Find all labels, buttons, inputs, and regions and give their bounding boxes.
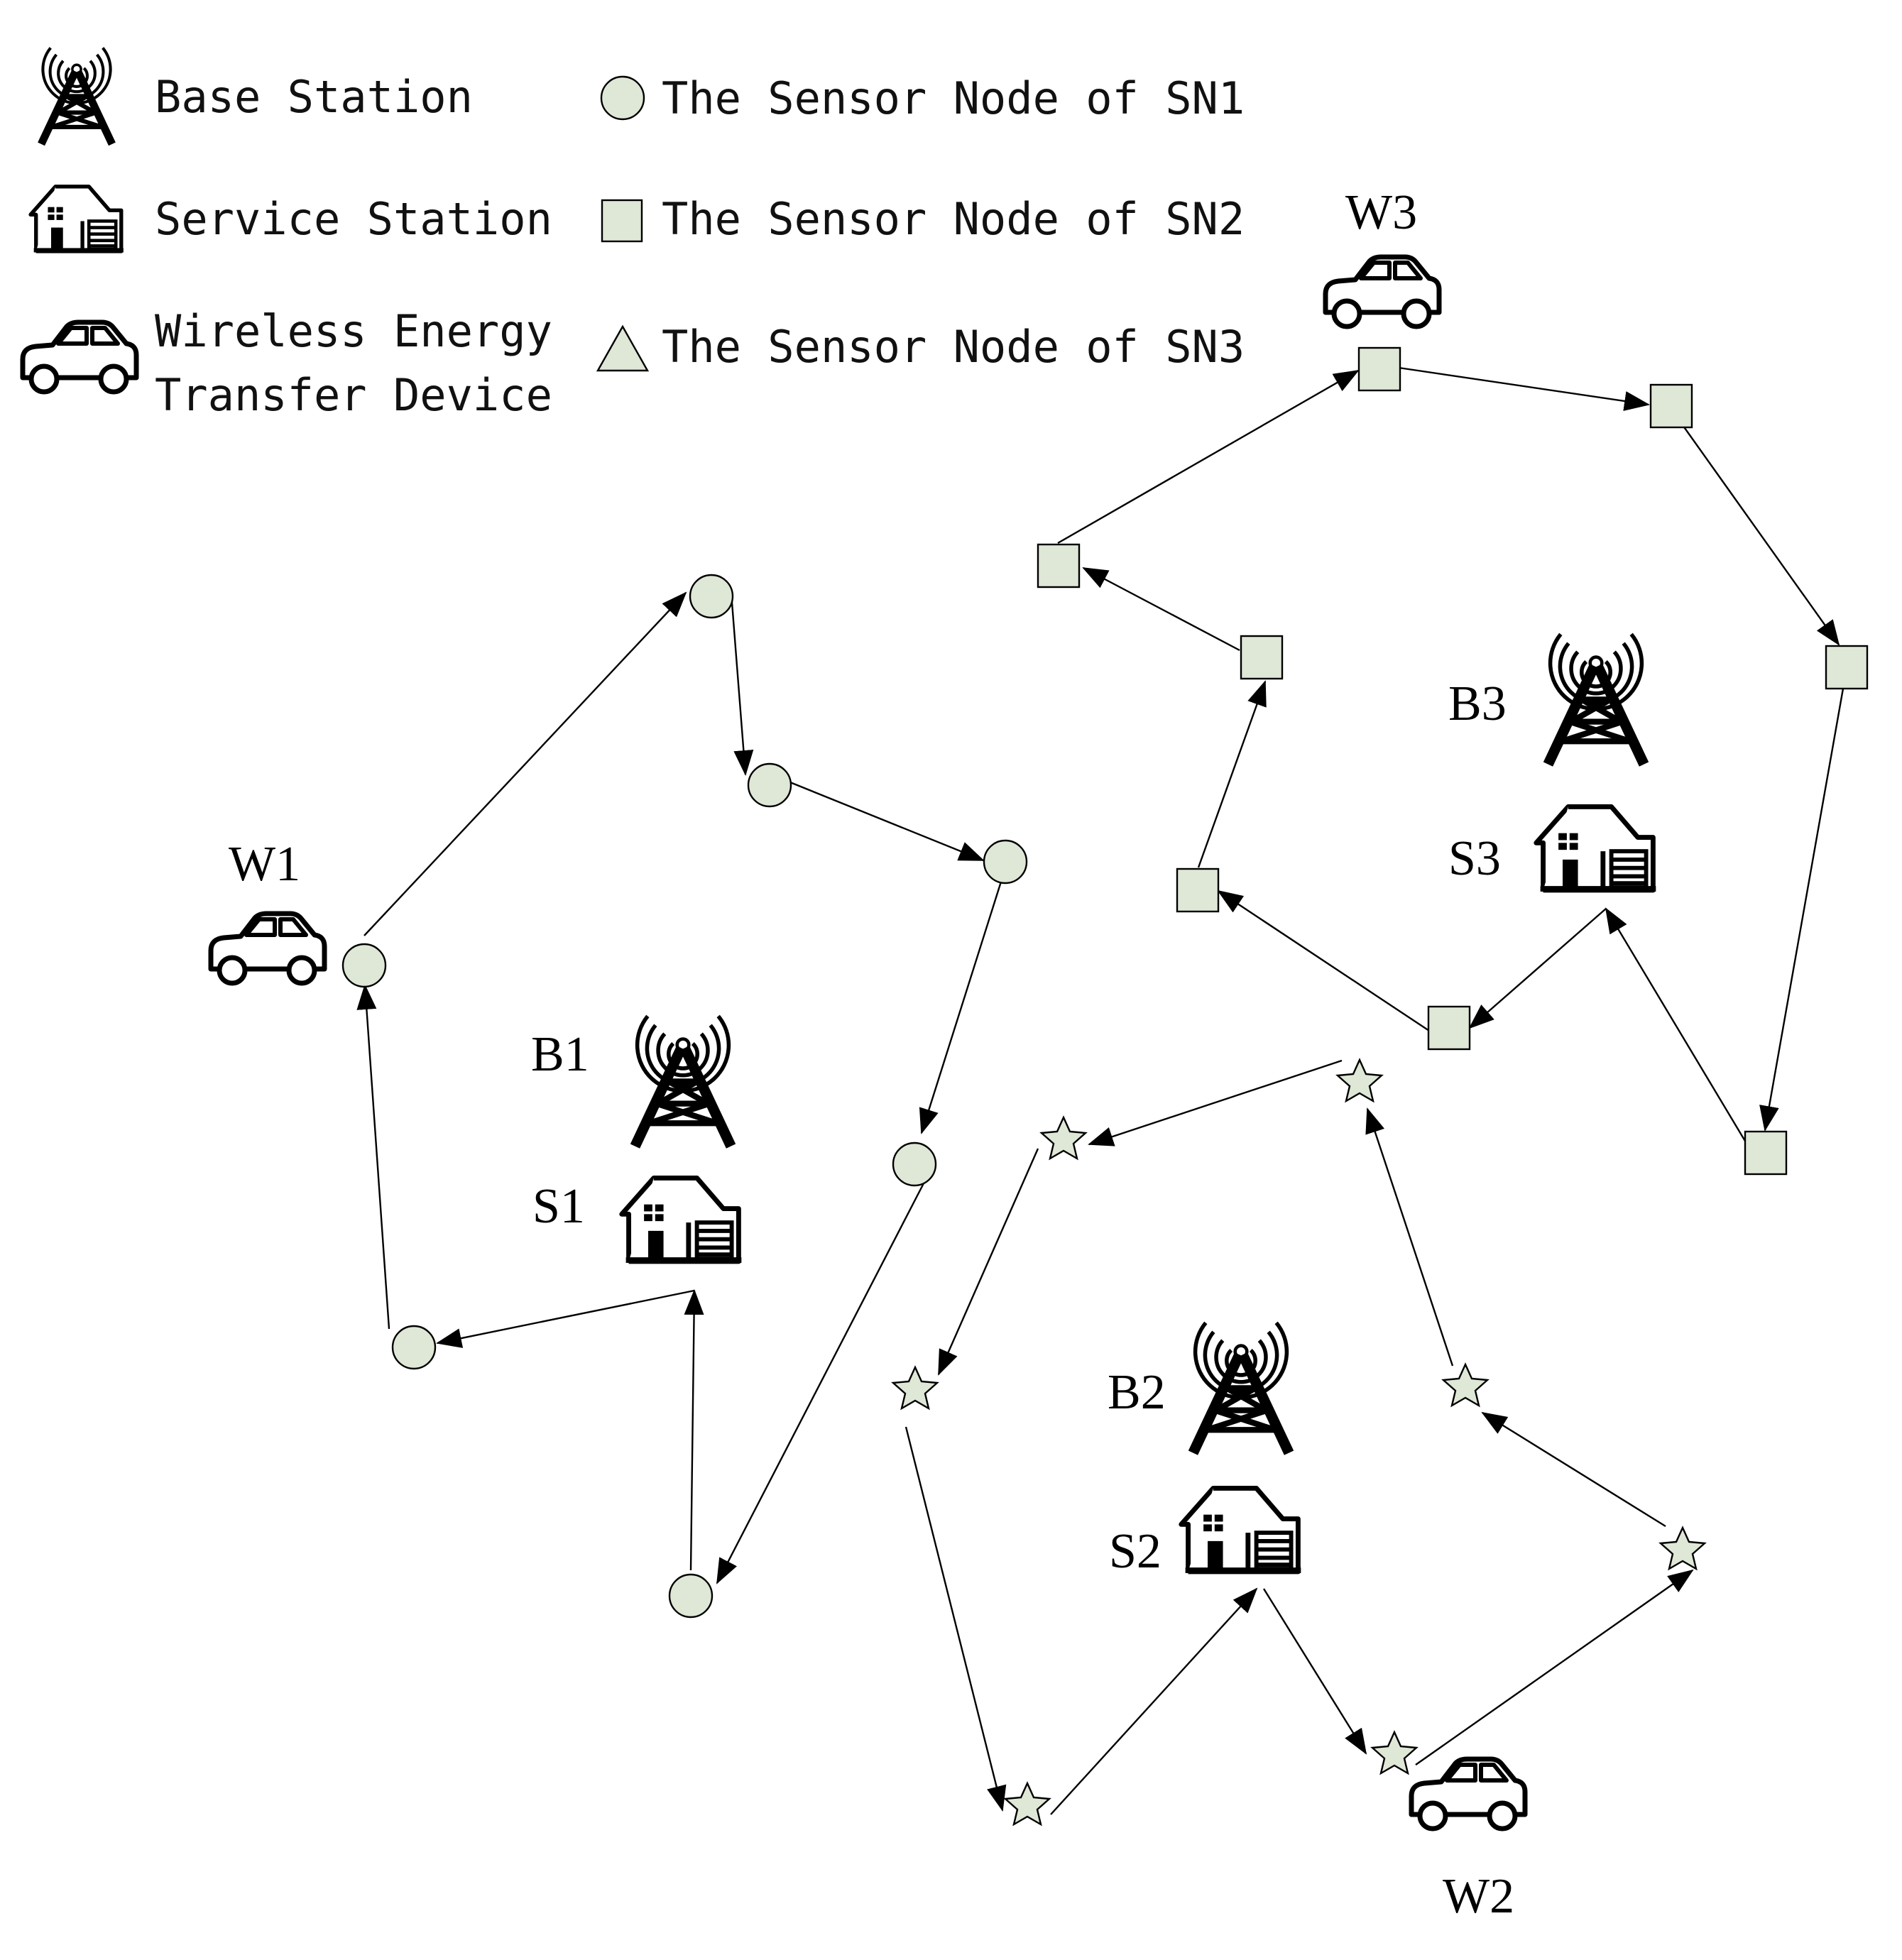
route-edge (1262, 1588, 1367, 1755)
sensor-node-star (1003, 1781, 1051, 1827)
sensor-node-square (1649, 383, 1693, 429)
route-edge (1415, 1569, 1694, 1765)
route-sn2-edges (1057, 366, 1844, 1146)
base-station-label-b3: B3 (1448, 677, 1507, 731)
service-station-icon (31, 187, 124, 253)
sensor-node-square (1037, 543, 1081, 588)
base-station-icon (638, 1016, 729, 1141)
route-edge (1680, 422, 1840, 646)
service-station-icon (1181, 1488, 1301, 1573)
square-node-icon (601, 199, 643, 243)
legend-label: The Sensor Node of SN3 (662, 321, 1245, 373)
service-station-label-s1: S1 (532, 1179, 585, 1234)
sensor-node-circle (391, 1325, 437, 1370)
car-icon (1411, 1759, 1525, 1829)
route-edge (356, 984, 390, 1330)
circle-node-icon (600, 75, 645, 121)
sensor-node-circle (668, 1573, 714, 1619)
route-edge (1057, 369, 1360, 544)
service-station-icon (1536, 806, 1656, 892)
route-sn1-edges (356, 591, 1002, 1584)
route-edge (364, 591, 687, 936)
sensor-node-square (1427, 1005, 1471, 1051)
legend-item-wet-device: Wireless Energy Transfer Device (23, 305, 552, 421)
car-icon (211, 914, 324, 983)
sn2-nodes (1037, 346, 1869, 1176)
sensor-node-star (1039, 1115, 1088, 1161)
sn1-nodes (341, 574, 1028, 1619)
base-station-icon (1196, 1323, 1287, 1448)
sensor-node-square (1357, 346, 1401, 392)
legend-item-sn3: The Sensor Node of SN3 (596, 321, 1245, 373)
route-edge (904, 1426, 1007, 1812)
service-station-label-s2: S2 (1109, 1524, 1162, 1579)
network-sn3: W2 B2 S2 (891, 1058, 1707, 1924)
base-station-icon (43, 48, 110, 141)
route-edge (786, 779, 985, 862)
route-edge (730, 593, 754, 776)
sensor-node-star (1658, 1526, 1707, 1571)
sn3-nodes (891, 1058, 1707, 1827)
route-edge (919, 881, 1002, 1134)
sensor-node-star (1335, 1058, 1384, 1103)
route-edge (1605, 907, 1749, 1146)
route-edge (1398, 366, 1650, 411)
service-station-icon (622, 1178, 742, 1263)
route-edge (1759, 688, 1844, 1132)
base-station-label-b2: B2 (1108, 1365, 1166, 1420)
legend-label: Base Station (155, 71, 473, 123)
legend-label-line-1: Wireless Energy (155, 305, 552, 357)
route-edge (1082, 566, 1240, 652)
network-sn1: W1 B1 S1 (211, 574, 1028, 1619)
legend-item-sn2: The Sensor Node of SN2 (601, 193, 1245, 245)
legend: Base Station Service Station Wireless En… (23, 48, 1245, 421)
route-edge (1088, 1059, 1343, 1146)
route-edge (1481, 1411, 1666, 1528)
device-label-w3: W3 (1345, 185, 1417, 240)
route-sn3-edges (904, 1059, 1694, 1815)
base-station-label-b1: B1 (531, 1027, 589, 1082)
sensor-node-circle (341, 943, 387, 988)
sensor-node-star (891, 1365, 939, 1411)
route-edge (716, 1181, 926, 1584)
sensor-node-circle (747, 762, 792, 808)
car-icon (23, 322, 136, 392)
legend-label: The Sensor Node of SN1 (662, 72, 1245, 124)
sensor-node-star (1441, 1362, 1490, 1408)
legend-label-line-2: Transfer Device (155, 369, 552, 421)
route-edge (1468, 908, 1607, 1029)
car-icon (1326, 257, 1439, 327)
route-edge (1217, 889, 1432, 1033)
device-label-w2: W2 (1443, 1869, 1514, 1924)
sensor-node-square (1176, 867, 1220, 913)
sensor-node-star (1370, 1730, 1419, 1775)
route-edge (1365, 1107, 1454, 1367)
route-edge (1197, 680, 1267, 868)
route-edge (684, 1289, 704, 1571)
route-edge (1050, 1587, 1258, 1815)
route-edge (436, 1289, 695, 1348)
legend-item-sn1: The Sensor Node of SN1 (600, 72, 1245, 124)
legend-item-base-station: Base Station (43, 48, 473, 141)
sensor-node-square (1744, 1130, 1788, 1176)
triangle-node-icon (596, 324, 650, 372)
base-station-icon (1551, 634, 1642, 760)
sensor-node-square (1825, 645, 1869, 690)
sensor-node-circle (892, 1141, 937, 1187)
legend-item-service-station: Service Station (31, 187, 552, 253)
sensor-node-square (1240, 635, 1284, 680)
service-station-label-s3: S3 (1448, 831, 1501, 886)
sensor-node-circle (983, 839, 1028, 885)
legend-label: Service Station (155, 193, 552, 245)
device-label-w1: W1 (229, 837, 300, 892)
sensor-node-circle (689, 574, 734, 619)
legend-label: The Sensor Node of SN2 (662, 193, 1245, 245)
network-sn2: W3 B3 S3 (1037, 185, 1869, 1176)
route-edge (937, 1148, 1039, 1376)
